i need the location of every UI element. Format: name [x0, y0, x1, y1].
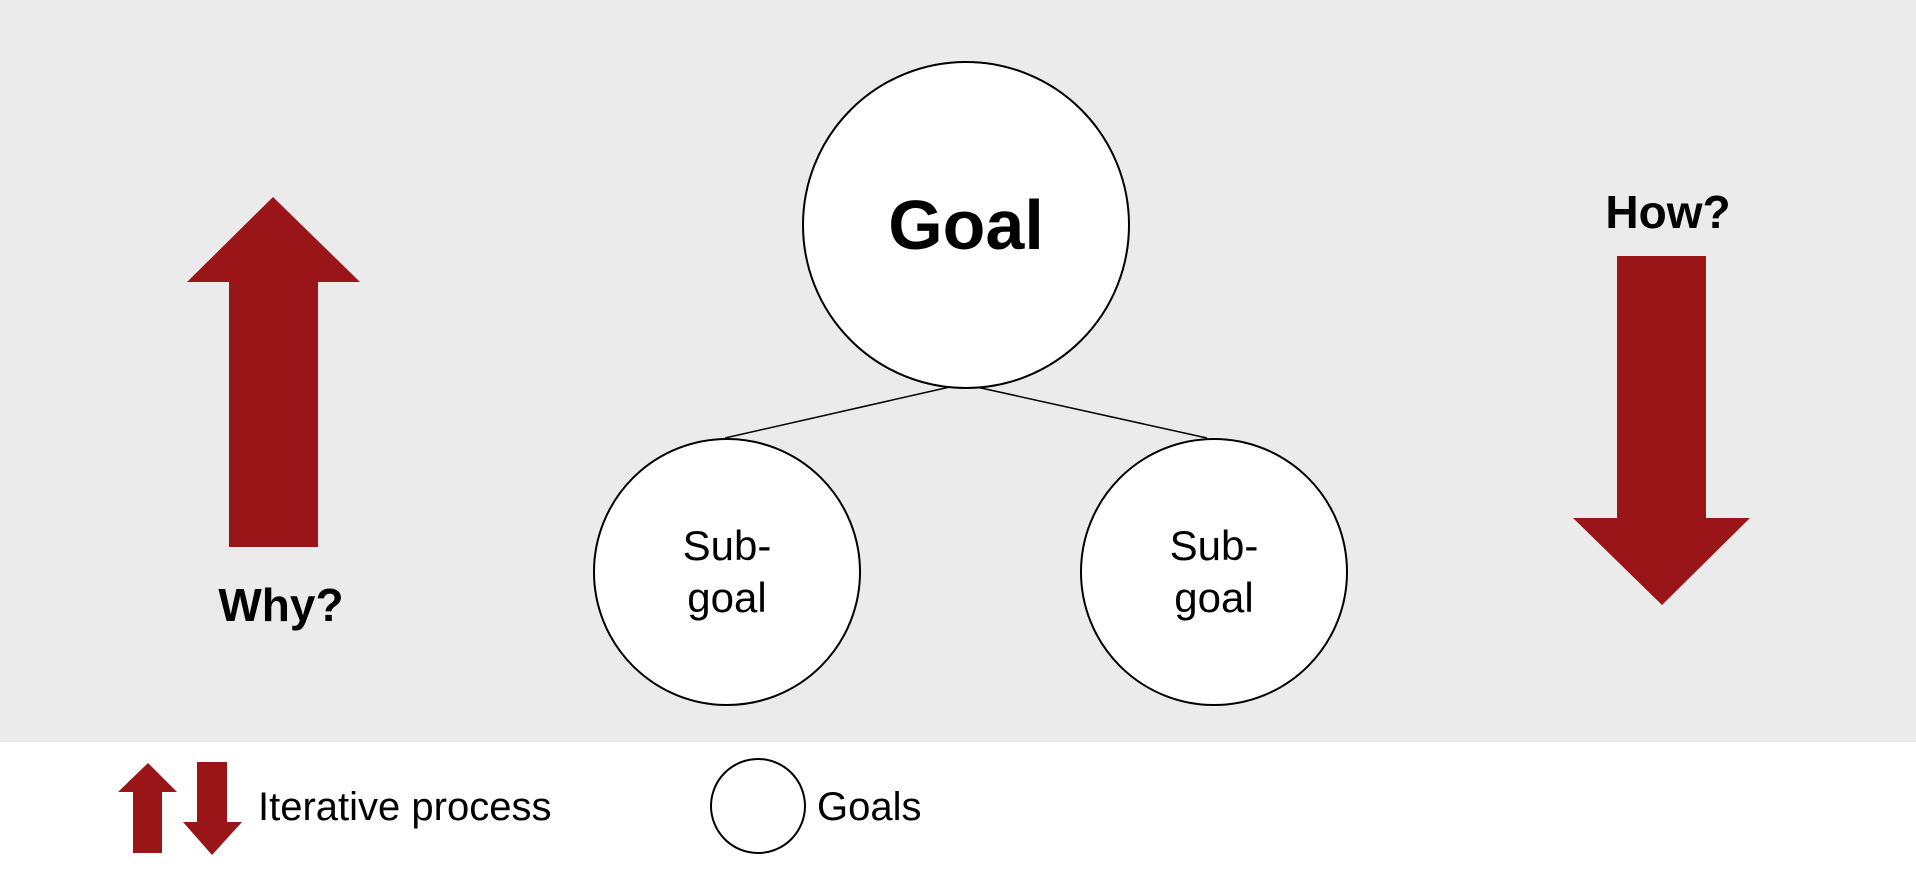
legend-goals-label: Goals: [817, 785, 922, 829]
legend-iterative-label: Iterative process: [258, 785, 552, 829]
goal-circle: Goal: [802, 61, 1130, 389]
subgoal-right-label: Sub- goal: [1169, 522, 1259, 621]
goal-label: Goal: [888, 186, 1044, 264]
legend-down-arrow-icon: [183, 762, 242, 855]
goal-connector-line-right: [962, 383, 1208, 439]
subgoal-circle-right: Sub- goal: [1080, 438, 1348, 706]
legend-up-arrow-icon: [118, 763, 177, 853]
legend-goal-circle-icon: [710, 758, 806, 854]
subgoal-left-label: Sub- goal: [682, 522, 772, 621]
subgoal-circle-left: Sub- goal: [593, 438, 861, 706]
goal-connector-line-left: [724, 383, 964, 439]
why-up-arrow-icon: [187, 197, 360, 547]
why-label: Why?: [218, 579, 344, 631]
how-label: How?: [1605, 186, 1731, 238]
how-down-arrow-icon: [1573, 256, 1750, 605]
